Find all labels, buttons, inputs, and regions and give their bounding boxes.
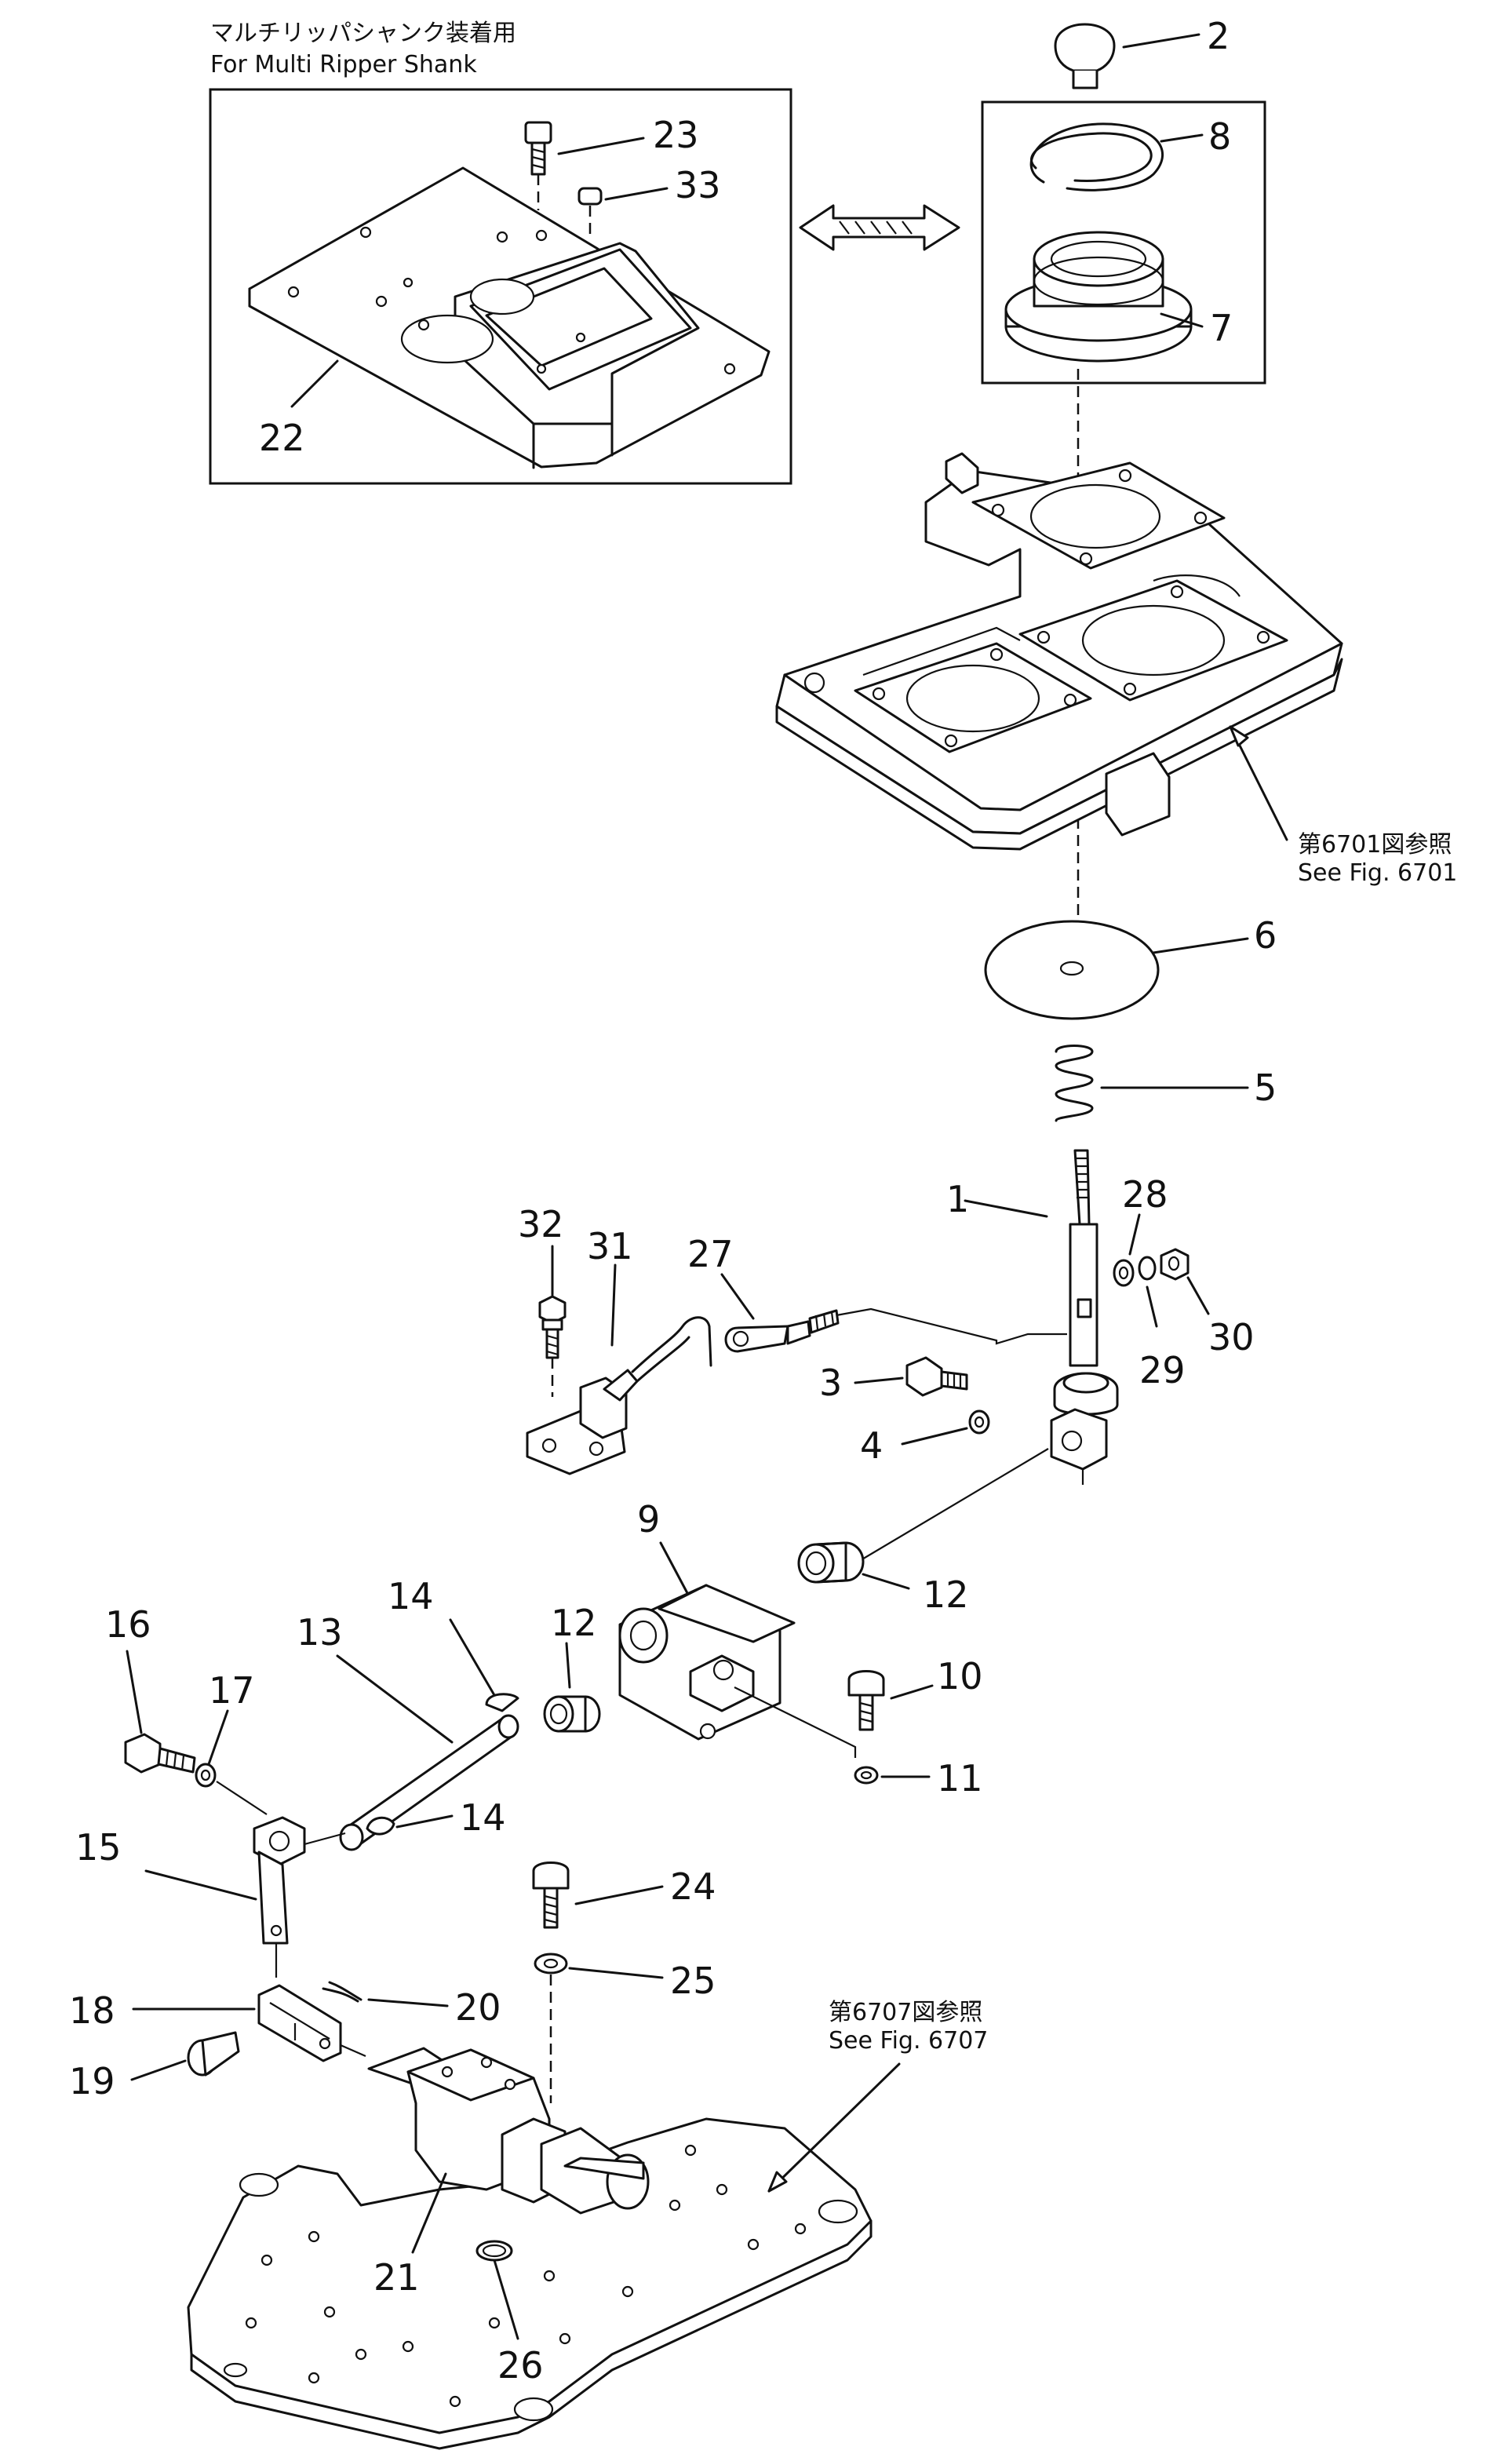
part-16-bolt: 16 — [105, 1603, 196, 1774]
label-24: 24 — [670, 1865, 716, 1908]
label-10: 10 — [937, 1655, 983, 1697]
label-26: 26 — [497, 2344, 544, 2387]
label-19: 19 — [69, 2060, 115, 2102]
part-30-nut: 30 — [1160, 1248, 1255, 1358]
label-6: 6 — [1254, 914, 1277, 957]
label-33: 33 — [675, 164, 721, 206]
part-18-clevis: 18 — [69, 1984, 366, 2062]
part-19-pin: 19 — [69, 2031, 240, 2102]
label-9: 9 — [637, 1498, 660, 1541]
label-20: 20 — [455, 1986, 501, 2029]
label-23: 23 — [653, 114, 699, 156]
label-14-bottom: 14 — [460, 1796, 506, 1839]
label-3: 3 — [819, 1362, 842, 1404]
label-7: 7 — [1210, 307, 1233, 349]
part-1-lever: 1 — [946, 1149, 1119, 1485]
label-11: 11 — [937, 1757, 983, 1799]
part-6-dust-cover: 6 — [984, 914, 1277, 1020]
label-30: 30 — [1208, 1316, 1255, 1358]
label-18: 18 — [69, 1989, 115, 2032]
ref-6707-en: See Fig. 6707 — [829, 2027, 988, 2055]
part-12-bushing-left: 12 — [543, 1602, 601, 1733]
valve-base-plate — [187, 2117, 873, 2450]
interchange-double-arrow — [799, 204, 960, 251]
part-12-bushing-right: 12 — [797, 1541, 969, 1616]
part-14-key-bottom: 14 — [366, 1796, 506, 1839]
standard-parts-frame — [981, 100, 1266, 385]
label-12-left: 12 — [551, 1602, 597, 1644]
label-28: 28 — [1122, 1173, 1168, 1216]
reference-fig-6707: 第6707図参照 See Fig. 6707 — [767, 1999, 988, 2193]
label-5: 5 — [1254, 1067, 1277, 1109]
part-4-washer: 4 — [860, 1409, 990, 1467]
part-13-shaft: 13 — [297, 1611, 519, 1851]
label-16: 16 — [105, 1603, 151, 1646]
assembly-line-lever — [831, 1448, 1049, 1578]
part-5-spring: 5 — [1055, 1045, 1277, 1122]
part-21-valve: 21 — [367, 2047, 650, 2299]
part-15-lever-arm: 15 — [75, 1816, 346, 1978]
ref-6701-jp: 第6701図参照 — [1298, 831, 1452, 859]
part-32-bolt: 32 — [518, 1203, 567, 1397]
inset-caption-jp: マルチリッパシャンク装着用 — [210, 20, 516, 47]
part-26-o-ring: 26 — [475, 2240, 544, 2387]
part-8-snap-ring: 8 — [1029, 115, 1231, 191]
label-21: 21 — [373, 2256, 420, 2299]
part-10-bolt: 10 — [847, 1655, 983, 1731]
ref-6701-en: See Fig. 6701 — [1298, 859, 1457, 887]
label-13: 13 — [297, 1611, 343, 1654]
label-27: 27 — [687, 1233, 734, 1275]
part-9-bracket: 9 — [618, 1498, 857, 1758]
part-17-washer: 17 — [195, 1669, 268, 1815]
part-27-rod-end: 27 — [687, 1233, 1067, 1353]
label-8: 8 — [1208, 115, 1231, 158]
part-25-washer: 25 — [534, 1953, 716, 2103]
part-7-seal-boot: 7 — [1004, 231, 1233, 363]
label-4: 4 — [860, 1424, 883, 1467]
label-12-right: 12 — [923, 1573, 969, 1616]
label-1: 1 — [946, 1178, 969, 1220]
inset-caption-en: For Multi Ripper Shank — [210, 51, 477, 78]
label-25: 25 — [670, 1960, 716, 2002]
part-22-cover-plate — [248, 166, 771, 469]
part-24-bolt: 24 — [532, 1861, 716, 1929]
part-23-bolt — [524, 121, 552, 210]
reference-fig-6701: 第6701図参照 See Fig. 6701 — [1229, 725, 1457, 887]
part-14-key-top: 14 — [388, 1575, 519, 1712]
label-22: 22 — [259, 417, 305, 459]
label-2: 2 — [1207, 15, 1230, 57]
label-17: 17 — [209, 1669, 255, 1712]
part-29-lock-washer: 29 — [1138, 1256, 1186, 1391]
part-33-plug — [577, 187, 603, 235]
part-31-cable-bracket: 31 — [526, 1225, 712, 1475]
label-32: 32 — [518, 1203, 564, 1245]
inset-multi-ripper: マルチリッパシャンク装着用 For Multi Ripper Shank — [209, 20, 792, 485]
label-15: 15 — [75, 1826, 122, 1869]
label-29: 29 — [1139, 1349, 1186, 1391]
part-11-washer: 11 — [854, 1757, 983, 1799]
label-31: 31 — [587, 1225, 633, 1267]
part-3-bolt: 3 — [819, 1356, 968, 1404]
floor-plate — [775, 452, 1343, 851]
inset-frame — [209, 88, 792, 485]
ref-6707-jp: 第6707図参照 — [829, 1999, 982, 2026]
part-20-cotter-pin: 20 — [322, 1981, 501, 2029]
label-14-top: 14 — [388, 1575, 434, 1617]
part-28-washer: 28 — [1113, 1173, 1168, 1287]
part-2-knob: 2 — [1054, 15, 1230, 89]
